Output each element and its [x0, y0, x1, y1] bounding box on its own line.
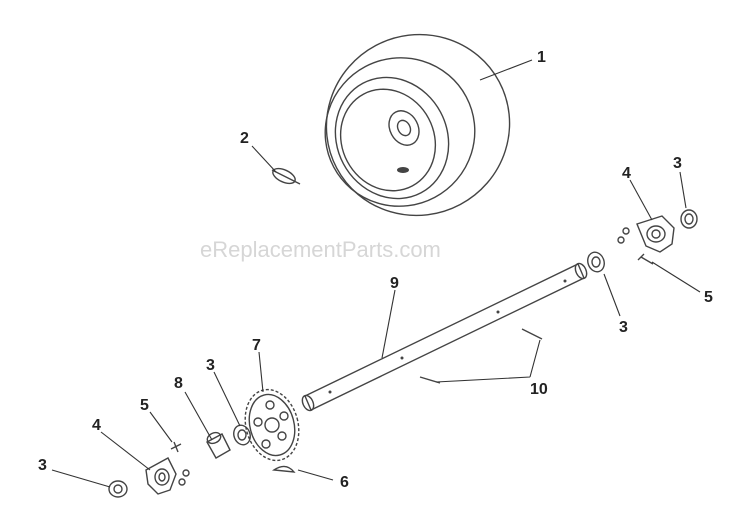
washer-right-inner — [587, 251, 605, 273]
woodruff-key — [271, 465, 296, 473]
washer-left-outer — [108, 480, 128, 498]
callout-4-left: 4 — [92, 417, 101, 434]
callout-3-top-right: 3 — [673, 155, 682, 172]
washer-left-inner — [233, 424, 251, 446]
callout-5-left: 5 — [140, 397, 149, 414]
callout-6: 6 — [340, 474, 349, 491]
gear — [244, 388, 300, 462]
callout-3-center: 3 — [206, 357, 215, 374]
callout-3-right: 3 — [619, 319, 628, 336]
bolt-right — [637, 253, 654, 265]
callout-2: 2 — [240, 130, 249, 147]
wheel-tire — [324, 33, 511, 217]
bearing-flange-right — [617, 215, 675, 253]
bolt-left — [170, 441, 182, 453]
hairpin-clip — [271, 167, 301, 185]
callout-8: 8 — [174, 375, 183, 392]
callout-9: 9 — [390, 275, 399, 292]
callout-5-right: 5 — [704, 289, 713, 306]
washer-right-outer — [680, 209, 698, 229]
spacer-bushing — [206, 431, 231, 459]
callout-10: 10 — [530, 381, 548, 398]
callout-1: 1 — [537, 49, 546, 66]
axle-shaft — [301, 262, 588, 412]
watermark-text: eReplacementParts.com — [200, 237, 441, 262]
callout-7: 7 — [252, 337, 261, 354]
bearing-flange-left — [145, 457, 190, 495]
callout-4-right: 4 — [622, 165, 631, 182]
key-upper — [521, 328, 543, 340]
leader-lines — [51, 59, 701, 488]
callout-3-left: 3 — [38, 457, 47, 474]
